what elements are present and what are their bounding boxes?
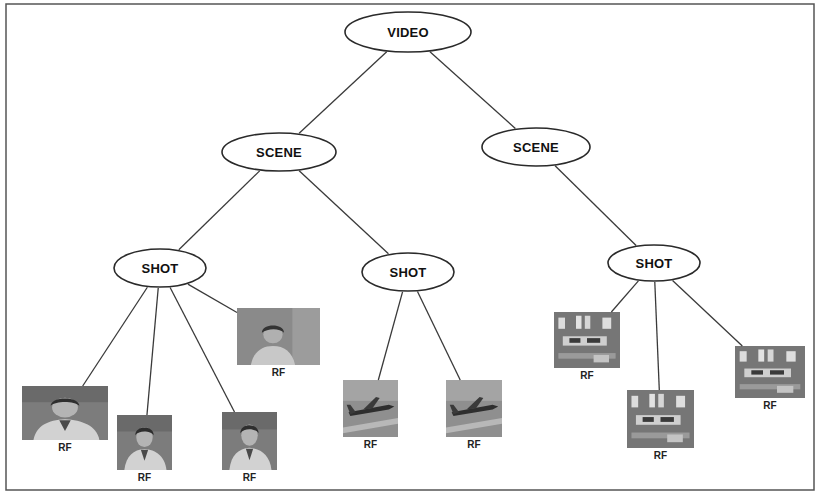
frame-label: RF: [22, 442, 108, 454]
keyframe-thumbnail: RF: [735, 346, 805, 398]
frame-label: RF: [222, 472, 277, 484]
keyframe-thumbnail: RF: [237, 308, 320, 365]
ellipse-outline: [608, 245, 700, 281]
tree-connector: [655, 282, 660, 390]
tree-connector: [299, 171, 388, 254]
level-label: SCENE: [513, 140, 559, 155]
hierarchy-ellipse: SCENE: [221, 132, 337, 172]
tree-connector: [417, 292, 460, 380]
tree-connector: [430, 52, 515, 129]
level-label: SHOT: [636, 256, 673, 271]
level-label: SCENE: [256, 145, 302, 160]
tree-connector: [83, 287, 148, 386]
keyframe-image: [237, 308, 320, 365]
tree-connector: [299, 52, 387, 133]
frame-label: RF: [237, 367, 320, 379]
keyframe-image: [222, 412, 277, 470]
keyframe-thumbnail: RF: [446, 380, 502, 437]
tree-connector: [179, 171, 260, 250]
level-label: SHOT: [390, 265, 427, 280]
frame-label: RF: [117, 472, 172, 484]
keyframe-thumbnail: RF: [343, 380, 398, 437]
keyframe-image: [554, 312, 620, 368]
keyframe-image: [627, 390, 694, 448]
level-label: SHOT: [142, 261, 179, 276]
hierarchy-ellipse: SCENE: [481, 127, 591, 167]
ellipse-outline: [482, 128, 590, 166]
level-label: VIDEO: [387, 25, 428, 40]
ellipse-outline: [362, 253, 454, 291]
keyframe-thumbnail: RF: [22, 386, 108, 440]
ellipse-outline: [222, 133, 336, 171]
keyframe-thumbnail: RF: [222, 412, 277, 470]
frame-label: RF: [554, 370, 620, 382]
tree-connector: [611, 281, 638, 312]
keyframe-image: [117, 415, 172, 470]
keyframe-image: [22, 386, 108, 440]
hierarchy-ellipse: SHOT: [113, 248, 207, 288]
keyframe-image: [735, 346, 805, 398]
frame-label: RF: [627, 450, 694, 462]
frame-label: RF: [343, 439, 398, 451]
frame-label: RF: [735, 400, 805, 412]
hierarchy-ellipse: SHOT: [607, 244, 701, 282]
ellipse-outline: [345, 12, 471, 52]
keyframe-image: [446, 380, 502, 437]
hierarchy-ellipse: VIDEO: [344, 11, 472, 53]
frame-label: RF: [446, 439, 502, 451]
keyframe-thumbnail: RF: [554, 312, 620, 368]
hierarchy-ellipse: SHOT: [361, 252, 455, 292]
tree-connector: [147, 288, 158, 415]
figure-frame: [6, 4, 814, 490]
keyframe-thumbnail: RF: [627, 390, 694, 448]
tree-connector: [673, 280, 743, 346]
tree-connector: [555, 166, 636, 246]
keyframe-image: [343, 380, 398, 437]
keyframe-thumbnail: RF: [117, 415, 172, 470]
tree-connector: [188, 284, 237, 312]
ellipse-outline: [114, 249, 206, 287]
tree-connector: [378, 292, 402, 380]
